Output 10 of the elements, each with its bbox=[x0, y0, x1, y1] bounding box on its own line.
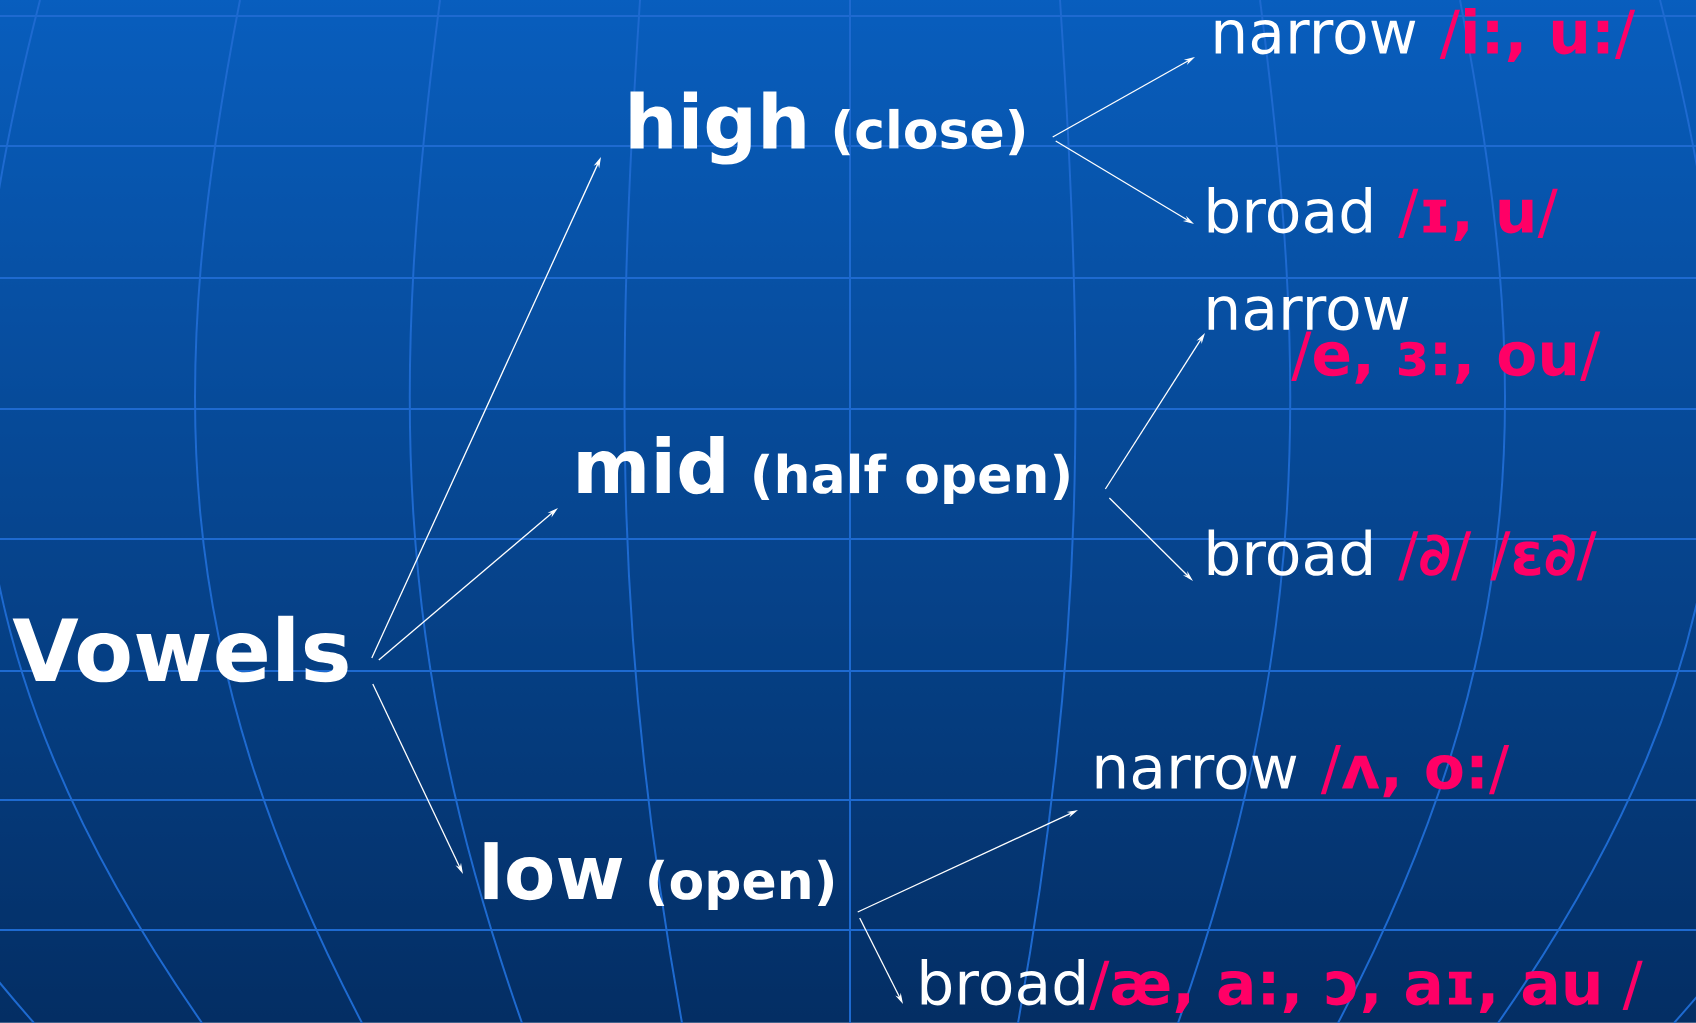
category-label: mid (half open) bbox=[578, 436, 1069, 504]
vowel-group-label: broad /ɪ, u/ bbox=[1208, 186, 1558, 242]
category-label: low (open) bbox=[484, 842, 834, 910]
vowel-group-label: broad/æ, a:, ɔ, aɪ, au / bbox=[921, 958, 1643, 1014]
vowel-group-label: narrow /ʌ, o:/ bbox=[1096, 744, 1510, 798]
category-label: high (close) bbox=[630, 91, 1025, 165]
vowel-group-label: broad /∂/ /ε∂/ bbox=[1208, 529, 1597, 581]
vowel-group-label: narrow /e, ɜ:, ou/ bbox=[1208, 296, 1601, 384]
root-label: Vowels bbox=[12, 615, 348, 683]
vowel-group-label: narrow /i:, u:/ bbox=[1215, 7, 1636, 63]
